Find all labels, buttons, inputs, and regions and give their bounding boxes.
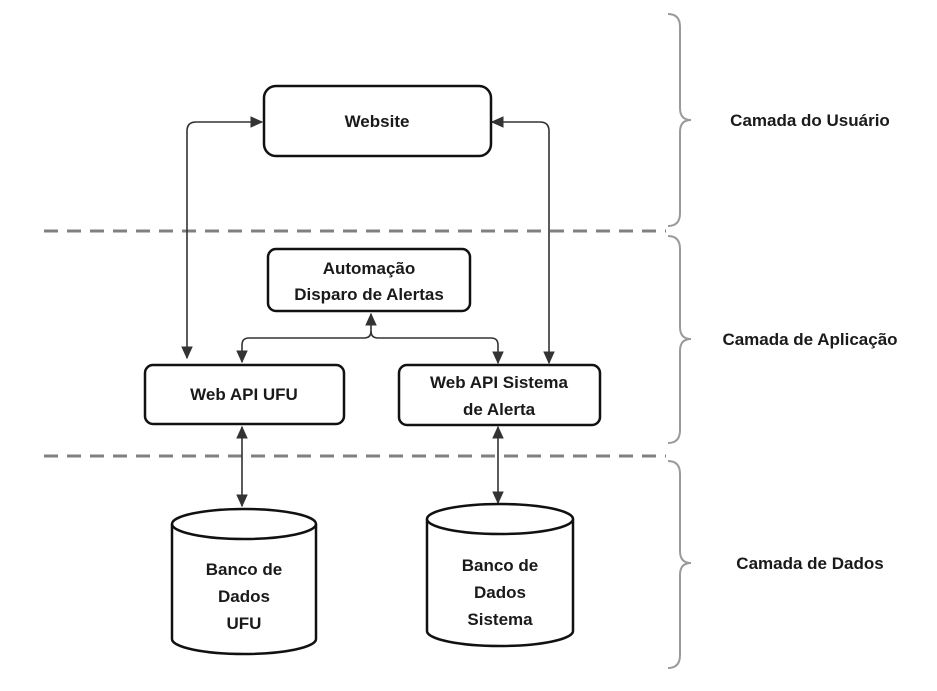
api-alert-label-line2: de Alerta [463,400,536,419]
connector-website-api-alert [490,116,555,365]
connector-automation-api-ufu [236,312,377,364]
api-ufu-label: Web API UFU [190,385,298,404]
db-ufu-label-line1: Banco de [206,560,283,579]
db-ufu-node: Banco de Dados UFU [170,507,318,656]
api-ufu-node: Web API UFU [143,363,346,426]
brace-application-layer [667,235,692,444]
brace-user-layer [667,13,692,227]
db-sistema-label-line1: Banco de [462,556,539,575]
connector-automation-api-alert [370,330,504,365]
db-sistema-label-line3: Sistema [467,610,533,629]
db-ufu-label-line2: Dados [218,587,270,606]
website-label: Website [345,112,410,131]
website-node: Website [262,84,493,158]
automation-label-line1: Automação [323,259,416,278]
api-alert-label-line1: Web API Sistema [430,373,568,392]
layer-label-data: Camada de Dados [736,554,883,573]
layer-label-application: Camada de Aplicação [722,330,897,349]
db-ufu-label-line3: UFU [227,614,262,633]
db-sistema-node: Banco de Dados Sistema [425,502,575,648]
brace-data-layer [667,460,692,669]
api-alert-node: Web API Sistema de Alerta [397,363,602,427]
db-sistema-label-line2: Dados [474,583,526,602]
automation-node: Automação Disparo de Alertas [266,247,472,313]
automation-label-line2: Disparo de Alertas [294,285,444,304]
connector-website-api-ufu [181,116,264,360]
layer-label-user: Camada do Usuário [730,111,890,130]
